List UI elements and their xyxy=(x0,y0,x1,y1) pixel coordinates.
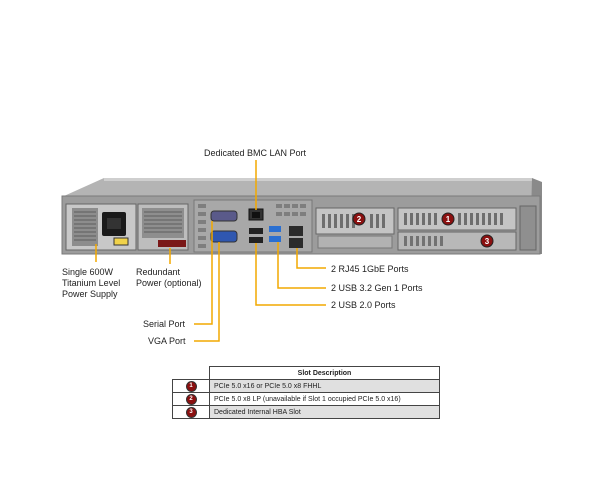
table-row: 1 PCIe 5.0 x16 or PCIe 5.0 x8 FHHL xyxy=(172,379,440,393)
slot-description: Dedicated Internal HBA Slot xyxy=(209,405,440,419)
chassis-top xyxy=(64,178,540,196)
slot-badge: 2 xyxy=(352,212,366,226)
slot-number-badge: 1 xyxy=(185,380,197,392)
slot-badge: 3 xyxy=(480,234,494,248)
callout-lines xyxy=(95,160,326,342)
slot-badge: 1 xyxy=(441,212,455,226)
svg-text:1: 1 xyxy=(446,215,451,224)
vga-label: VGA Port xyxy=(148,336,186,346)
psu-single-label: Single 600W Titanium Level Power Supply xyxy=(62,267,121,299)
svg-text:3: 3 xyxy=(485,237,490,246)
bmc-lan-label: Dedicated BMC LAN Port xyxy=(204,148,307,158)
usb32-label: 2 USB 3.2 Gen 1 Ports xyxy=(331,283,423,293)
serial-port-icon xyxy=(210,210,238,222)
table-header: Slot Description xyxy=(209,366,440,380)
usb2-port-icon xyxy=(249,237,263,243)
pcie-slot-3 xyxy=(397,231,517,251)
rj45-port-icon xyxy=(289,238,303,248)
slot-description: PCIe 5.0 x16 or PCIe 5.0 x8 FHHL xyxy=(209,379,440,393)
pcie-slot-1 xyxy=(397,207,517,231)
psu-redundant xyxy=(137,203,189,251)
rj45-label: 2 RJ45 1GbE Ports xyxy=(331,264,409,274)
usb-port-icon xyxy=(269,226,281,232)
psu-redundant-label: Redundant Power (optional) xyxy=(136,267,202,288)
usb-port-icon xyxy=(269,236,281,242)
vga-port-icon xyxy=(210,230,238,243)
table-row: 3 Dedicated Internal HBA Slot xyxy=(172,405,440,419)
table-header-row: Slot Description xyxy=(172,366,440,380)
rear-ear xyxy=(519,205,537,251)
svg-text:2: 2 xyxy=(357,215,362,224)
table-corner xyxy=(172,366,210,380)
psu-single xyxy=(65,203,137,251)
chassis-top-edge xyxy=(104,178,532,181)
serial-label: Serial Port xyxy=(143,319,186,329)
usb2-port-icon xyxy=(249,228,263,234)
slot-description: PCIe 5.0 x8 LP (unavailable if Slot 1 oc… xyxy=(209,392,440,406)
server-rear-diagram: 2 1 3 xyxy=(61,160,542,342)
slot-number-badge: 2 xyxy=(185,393,197,405)
slot-description-table: Slot Description 1 PCIe 5.0 x16 or PCIe … xyxy=(172,366,440,419)
slot-number-badge: 3 xyxy=(185,406,197,418)
table-row: 2 PCIe 5.0 x8 LP (unavailable if Slot 1 … xyxy=(172,392,440,406)
usb20-label: 2 USB 2.0 Ports xyxy=(331,300,396,310)
rj45-port-icon xyxy=(289,226,303,236)
